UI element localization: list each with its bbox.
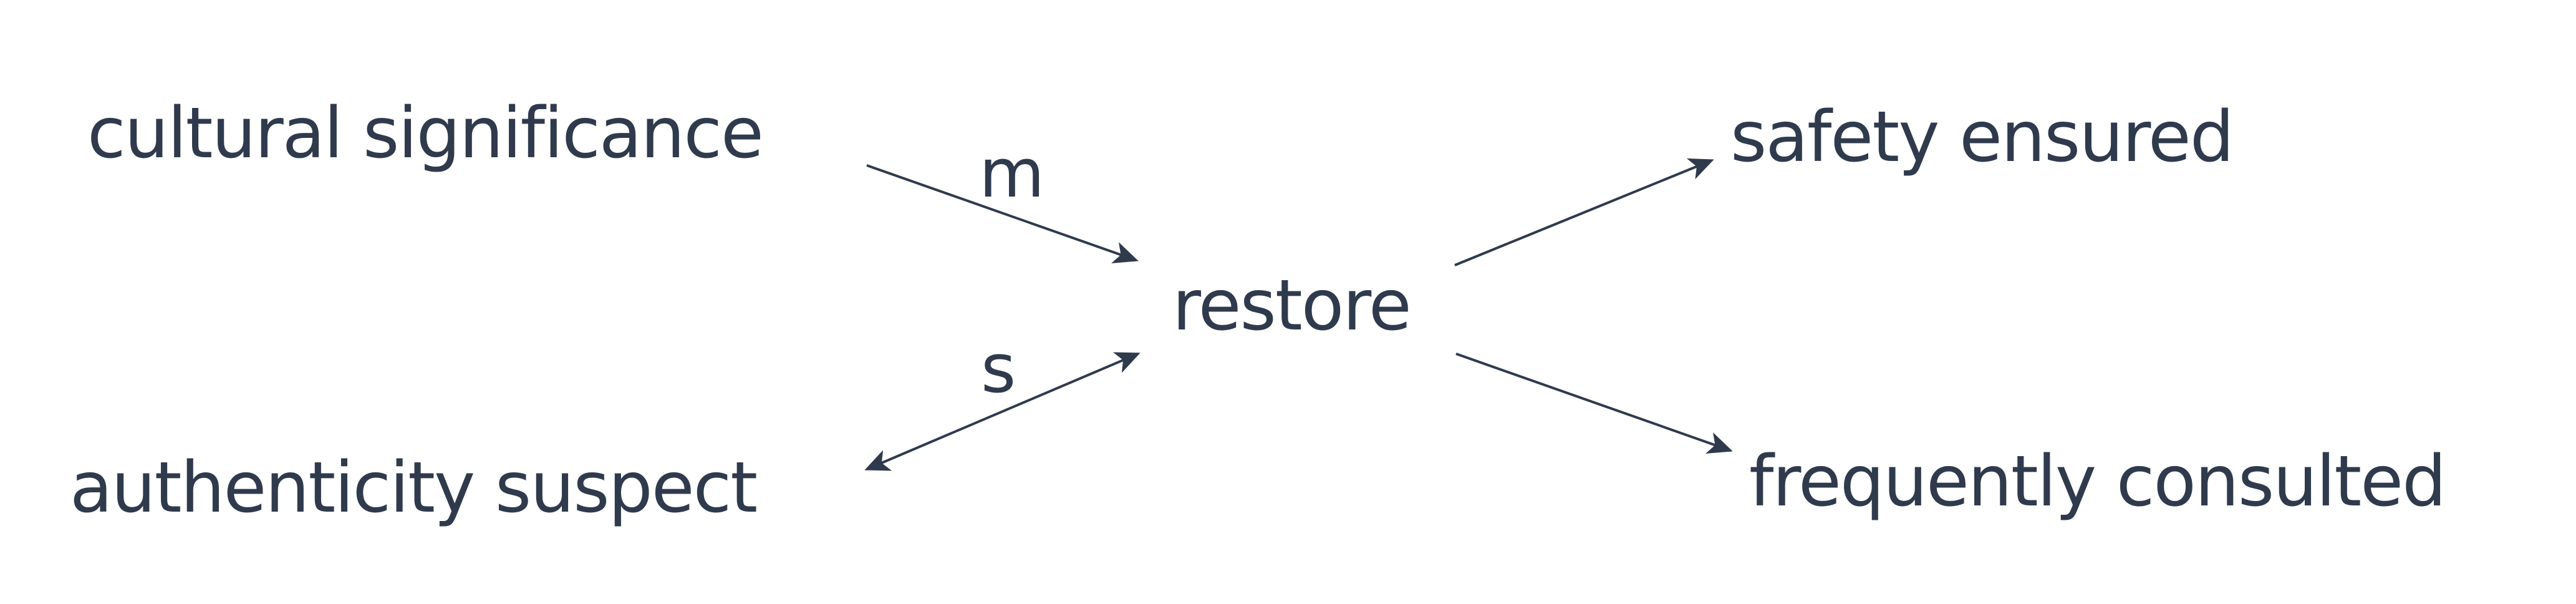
edge-label-m: m <box>979 135 1044 213</box>
edge-restore-to-frequently-consulted <box>1455 353 1733 454</box>
node-safety-ensured: safety ensured <box>1730 97 2233 178</box>
edge-label-s: s <box>981 330 1016 408</box>
edge-cultural-significance-to-restore <box>866 164 1139 264</box>
node-authenticity-suspect: authenticity suspect <box>70 447 756 528</box>
node-cultural-significance: cultural significance <box>87 93 763 174</box>
edge-authenticity-suspect-to-restore <box>864 352 1141 471</box>
edge-restore-to-safety-ensured <box>1454 158 1714 266</box>
node-frequently-consulted: frequently consulted <box>1749 441 2445 522</box>
node-restore: restore <box>1172 265 1411 346</box>
